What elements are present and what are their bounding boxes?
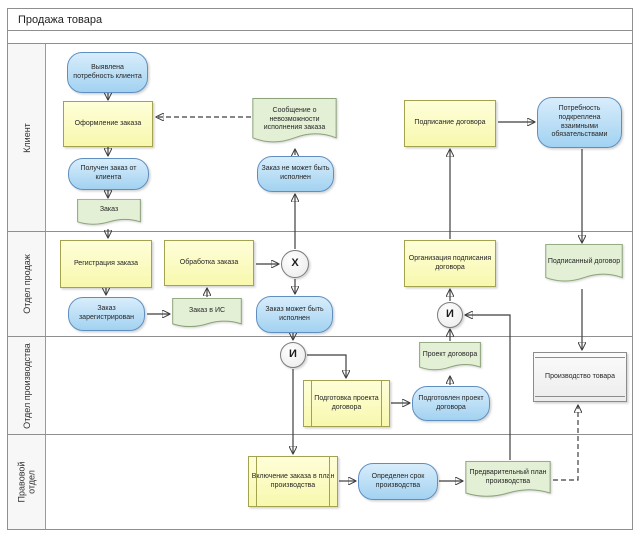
subprocess-draft-contract-preparation: Подготовка проекта договора xyxy=(303,380,390,427)
document-order: Заказ xyxy=(77,199,141,229)
lane-legal-label-cell: Правовой отдел xyxy=(8,435,46,529)
document-preliminary-plan: Предварительный план производства xyxy=(465,461,551,502)
document-impossibility-message: Сообщение о невозможности исполнения зак… xyxy=(252,98,337,149)
diagram-title: Продажа товара xyxy=(18,13,103,26)
lane-client: Клиент xyxy=(7,44,633,232)
event-production-term-defined: Определен срок производства xyxy=(358,463,438,500)
subprocess-plan-inclusion: Включение заказа в план производства xyxy=(248,456,338,507)
document-signed-contract: Подписанный договор xyxy=(545,244,623,287)
external-process-goods-production: Производство товара xyxy=(533,352,627,402)
lane-sales-label: Отдел продаж xyxy=(21,254,32,314)
document-shape xyxy=(545,244,623,287)
process-order-processing: Обработка заказа xyxy=(164,240,254,286)
gateway-and-sales: И xyxy=(437,302,463,328)
document-draft-contract: Проект договора xyxy=(419,342,481,375)
gateway-and-production: И xyxy=(280,342,306,368)
lane-client-label: Клиент xyxy=(21,122,32,153)
document-shape xyxy=(77,199,141,229)
diagram-title-bar: Продажа товара xyxy=(7,8,633,31)
lane-legal-label: Правовой отдел xyxy=(16,461,37,503)
process-contract-signing: Подписание договора xyxy=(404,100,496,147)
process-signing-organization: Организация подписания договора xyxy=(404,240,496,287)
document-shape xyxy=(419,342,481,375)
lane-production-label-cell: Отдел производства xyxy=(8,337,46,434)
header-strip xyxy=(7,31,633,44)
document-shape xyxy=(465,461,551,502)
event-order-received: Получен заказ от клиента xyxy=(68,158,149,190)
event-order-can-be-fulfilled: Заказ может быть исполнен xyxy=(256,296,333,333)
document-shape xyxy=(252,98,337,149)
lane-legal: Правовой отдел xyxy=(7,435,633,530)
gateway-xor: X xyxy=(281,250,309,278)
event-order-registered: Заказ зарегистрирован xyxy=(68,297,145,331)
lane-production-label: Отдел производства xyxy=(21,342,32,429)
process-order-registration: Регистрация заказа xyxy=(60,240,152,288)
event-draft-contract-prepared: Подготовлен проект договора xyxy=(412,386,490,421)
process-order-placement: Оформление заказа xyxy=(63,101,153,147)
lane-production: Отдел производства xyxy=(7,337,633,435)
lane-sales-label-cell: Отдел продаж xyxy=(8,232,46,336)
event-need-identified: Выявлена потребность клиента xyxy=(67,52,148,93)
document-shape xyxy=(172,298,242,332)
document-order-in-is: Заказ в ИС xyxy=(172,298,242,332)
event-need-secured: Потребность подкреплена взаимными обязат… xyxy=(537,97,622,148)
lane-sales: Отдел продаж xyxy=(7,232,633,337)
lane-client-label-cell: Клиент xyxy=(8,44,46,231)
event-order-cannot-be-fulfilled: Заказ не может быть исполнен xyxy=(257,156,334,192)
